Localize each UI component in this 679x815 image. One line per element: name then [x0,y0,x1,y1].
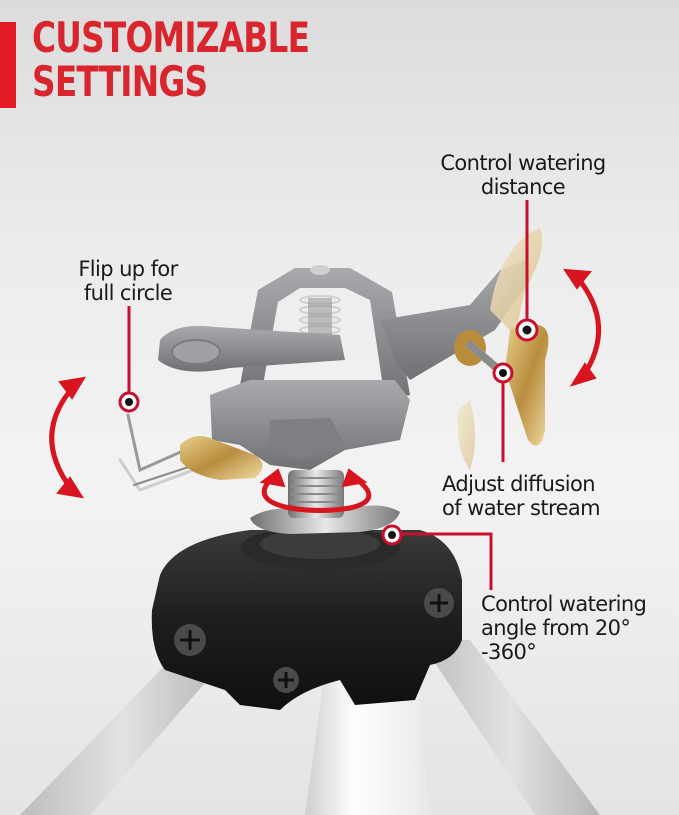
callout-diffusion-line-1: Adjust diffusion [442,472,596,496]
tripod-base-hub [151,526,462,710]
callout-distance-line-2: distance [480,175,566,199]
leader-lines [127,200,529,590]
marker-diffusion [492,362,514,384]
callout-angle-line-2: angle from 20° [481,616,631,640]
rotation-arrow-icon [259,468,372,513]
wing-nut [250,470,400,534]
callout-angle: Control watering angle from 20° -360° [481,592,647,664]
marker-full-circle [118,391,140,413]
leader-angle [402,532,493,590]
deflector-vanes [454,228,549,470]
callout-full-circle-line-1: Flip up for [78,257,178,281]
callout-angle-line-1: Control watering [481,592,647,616]
callout-diffusion-line-2: of water stream [442,496,601,520]
marker-distance [515,318,539,342]
sprinkler-head [158,260,530,470]
curved-double-arrow-right-icon [563,268,602,387]
marker-angle [381,524,403,546]
tripod-legs [20,640,600,815]
heading-accent-bar [0,22,16,108]
callout-full-circle: Flip up for full circle [62,257,194,305]
callout-distance: Control watering distance [428,151,618,199]
callout-angle-line-3: -360° [481,640,537,664]
title-line-1: CUSTOMIZABLE [32,13,310,62]
marker-dots [118,318,539,546]
title-line-2: SETTINGS [32,57,208,106]
page-title: CUSTOMIZABLE SETTINGS [32,13,310,106]
brass-clips [180,436,263,480]
callout-full-circle-line-2: full circle [83,281,173,305]
callout-distance-line-1: Control watering [440,151,606,175]
callout-diffusion: Adjust diffusion of water stream [442,472,601,520]
curved-double-arrow-left-icon [49,376,86,499]
